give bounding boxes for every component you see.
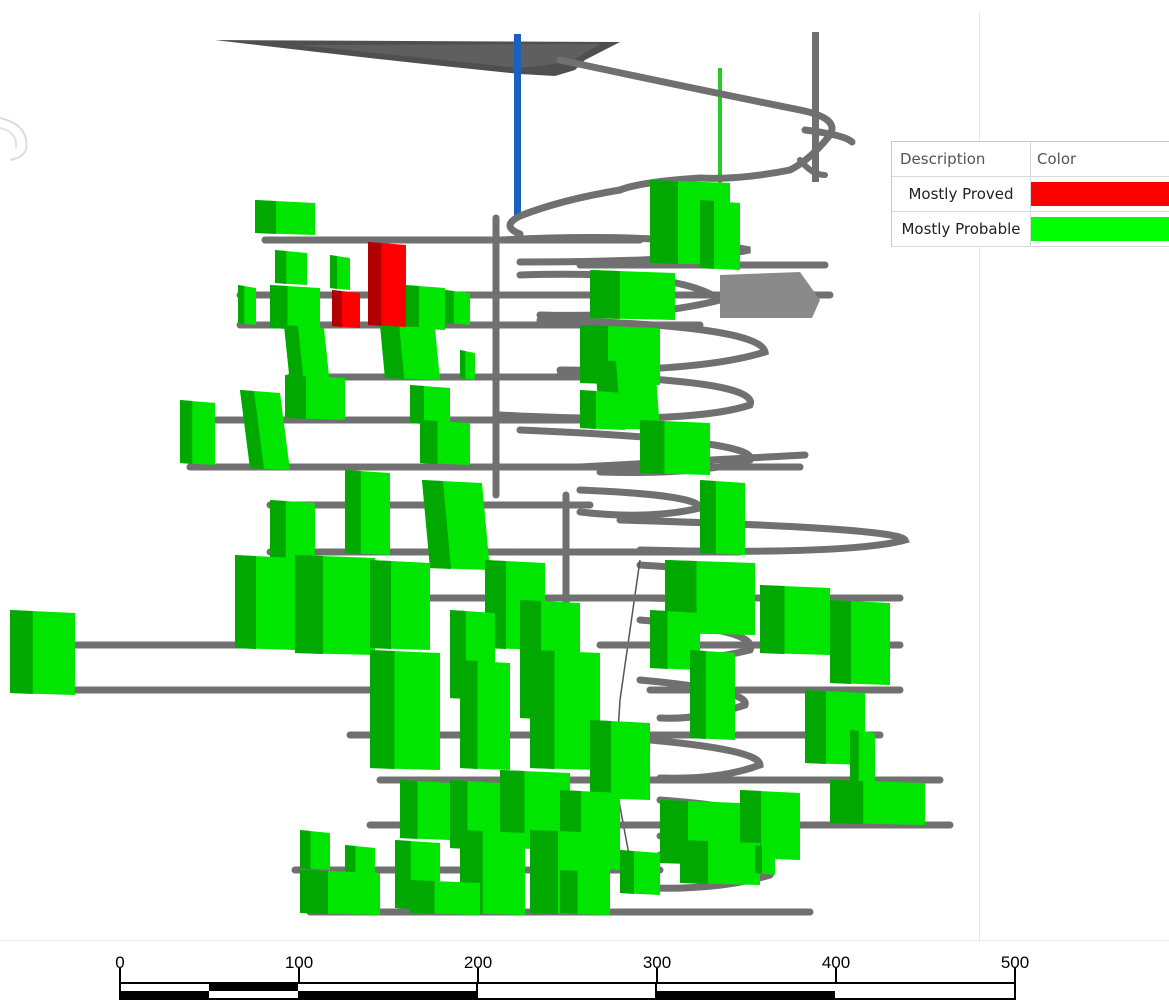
scale-tick-label: 200 [464, 953, 492, 972]
stope-shade [368, 242, 382, 326]
stope-shade [530, 830, 558, 914]
stope-shade [830, 780, 864, 824]
stope-shade [300, 830, 311, 869]
stope-shade [590, 720, 611, 799]
stope-shade [445, 290, 454, 324]
stope-shade [460, 660, 478, 769]
stope-shade [422, 480, 451, 569]
stope-shade [460, 350, 466, 379]
stope-shade [380, 325, 405, 379]
stope-shade [235, 555, 256, 649]
stope-shade [275, 250, 287, 284]
stope-shade [405, 285, 419, 329]
legend-row-proved[interactable]: Mostly Proved [892, 177, 1169, 212]
stope-shade [700, 200, 714, 269]
scale-tick-label: 300 [643, 953, 671, 972]
stope-shade [395, 840, 411, 909]
stope-shade [530, 650, 555, 769]
stope-shade [650, 180, 678, 264]
stope-shade [300, 870, 328, 914]
ramp [646, 736, 764, 782]
stope-shade [420, 420, 438, 464]
stope-shade [830, 600, 851, 684]
stope-shade [560, 870, 578, 914]
stope-shade [500, 770, 525, 849]
scale-bar-segment [209, 983, 298, 991]
stope-shade [680, 840, 708, 884]
stope-shade [805, 690, 826, 764]
scale-bar-segment [298, 991, 477, 999]
stope-shade [295, 555, 323, 654]
scale-bar-segment [656, 991, 835, 999]
legend-label-proved: Mostly Proved [892, 177, 1031, 211]
ramp [616, 516, 910, 555]
ramp [506, 186, 624, 238]
legend-header-color[interactable]: Color [1037, 150, 1077, 168]
legend-header-description[interactable]: Description [892, 142, 1031, 176]
mesh-block [720, 272, 820, 318]
scale-tick-label: 0 [115, 953, 124, 972]
stope-shade [240, 390, 264, 469]
stopes [10, 180, 925, 915]
scale-tick-label: 100 [285, 953, 313, 972]
scale-bar: 0 100 200 300 400 500 [115, 953, 1029, 1000]
stope-shade [332, 290, 342, 327]
status-divider [0, 940, 1169, 941]
ramp [797, 157, 828, 178]
stope-shade [370, 650, 395, 769]
vent-raise [718, 68, 722, 218]
stope-shade [580, 390, 596, 429]
stope-shade [285, 375, 306, 419]
stope-shade [270, 285, 288, 329]
stope-shade [640, 420, 665, 474]
legend-header-row: Description Color [892, 142, 1169, 177]
watermark-arc [0, 117, 28, 161]
proved-swatch [1031, 182, 1169, 206]
legend-row-probable[interactable]: Mostly Probable [892, 212, 1169, 247]
stope-shade [700, 480, 716, 554]
stope-shade [740, 790, 761, 859]
stope-shade [370, 560, 391, 649]
stope-shade [690, 650, 706, 739]
stope-shade [410, 385, 424, 424]
stope-shade [330, 255, 337, 289]
legend-table: Description Color Mostly Proved Mostly P… [891, 141, 1169, 247]
stope-shade [755, 845, 762, 874]
main-shaft [514, 34, 521, 217]
stope-shade [345, 470, 361, 554]
stope-shade [238, 285, 245, 324]
stope-shade [284, 325, 304, 384]
stope-shade [590, 270, 620, 319]
legend-label-probable: Mostly Probable [892, 212, 1031, 246]
ramp [576, 486, 704, 519]
scale-bar-segment [120, 991, 209, 999]
stope-shade [760, 585, 785, 654]
legend-color-proved [1031, 177, 1169, 211]
probable-swatch [1031, 217, 1169, 241]
scale-tick-label: 400 [822, 953, 850, 972]
stope-shade [410, 880, 435, 914]
stope-shade [255, 200, 276, 234]
stope-shade [270, 500, 286, 559]
stope-shade [650, 610, 668, 669]
scale-tick-label: 500 [1001, 953, 1029, 972]
legend-color-probable [1031, 212, 1169, 246]
ramp [556, 56, 836, 194]
panel-divider [979, 12, 980, 942]
stope-shade [620, 850, 634, 894]
ramp [801, 126, 856, 146]
stope-shade [400, 780, 418, 839]
stope-shade [10, 610, 33, 694]
stope-shade [180, 400, 193, 464]
headframe-shaft [812, 32, 819, 182]
